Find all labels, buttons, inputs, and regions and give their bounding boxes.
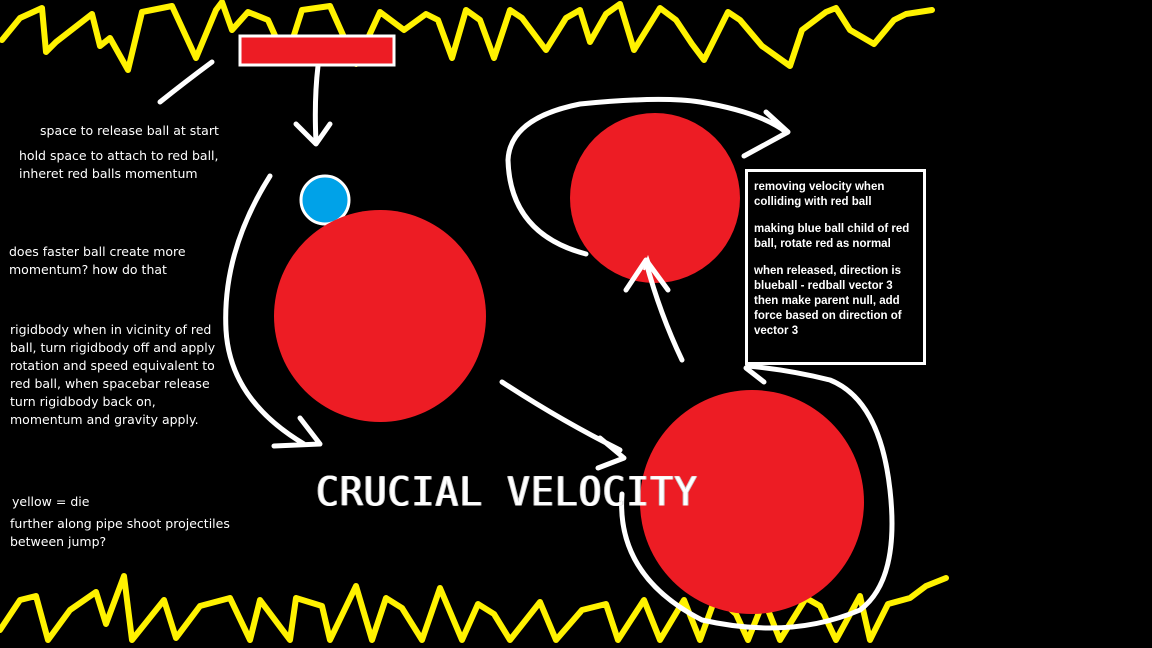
rotation-arrow-left — [223, 173, 323, 449]
note-yellow-die: yellow = die — [12, 494, 90, 509]
bottom-yellow-hazard — [0, 573, 949, 643]
red-ball-lower — [640, 390, 864, 614]
note-release: space to release ball at start — [40, 123, 219, 138]
red-tick — [643, 254, 653, 271]
note-rigidbody: rigidbody when in vicinity of red ball, … — [10, 322, 216, 427]
red-start-bar — [238, 34, 396, 67]
note-attach: hold space to attach to red ball, inhere… — [19, 148, 219, 181]
top-yellow-hazard — [0, 0, 935, 73]
transfer-arrow — [499, 379, 627, 471]
drop-arrow — [293, 63, 333, 147]
box-note-child-parent: making blue ball child of red ball, rota… — [754, 223, 910, 250]
launch-arrow — [623, 257, 685, 363]
pointer-stroke — [157, 59, 215, 105]
red-ball-upper — [570, 113, 740, 283]
red-ball-large — [274, 210, 486, 422]
blue-ball — [299, 174, 351, 226]
note-faster-ball: does faster ball create more momentum? h… — [9, 244, 186, 277]
note-projectiles: further along pipe shoot projectiles bet… — [10, 516, 230, 549]
box-note-release-direction: when released, direction is blueball - r… — [754, 265, 902, 337]
game-title: CRUCIAL VELOCITY — [316, 468, 699, 516]
implementation-notes-box: removing velocity when colliding with re… — [745, 169, 926, 365]
box-note-removing-velocity: removing velocity when colliding with re… — [754, 181, 885, 208]
loop-arrow-upper — [505, 96, 791, 257]
